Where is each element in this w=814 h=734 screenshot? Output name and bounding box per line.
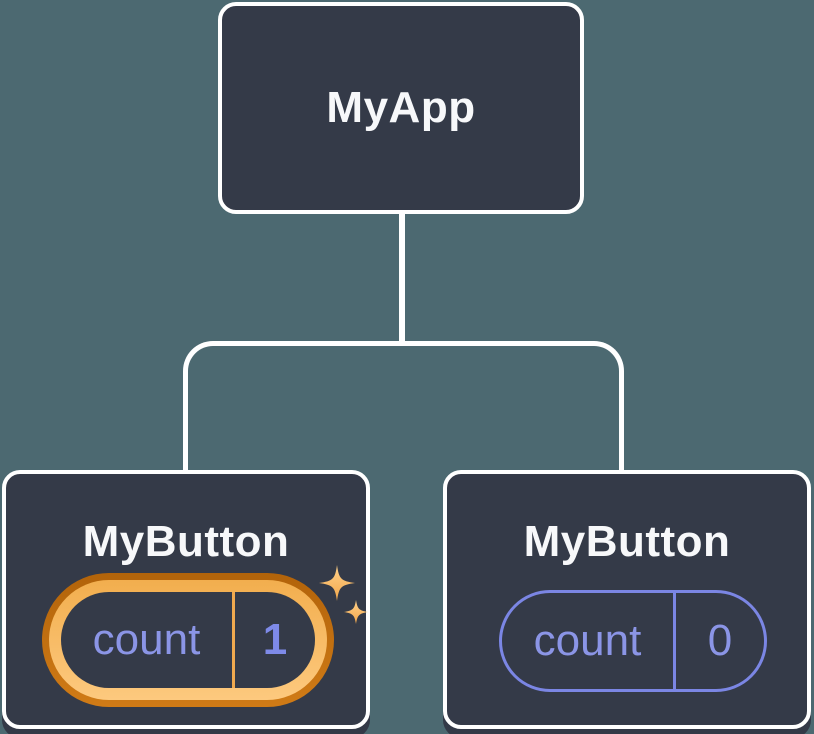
root-node: MyApp	[218, 2, 584, 214]
state-pill-core: count 1	[61, 592, 315, 688]
state-pill-plain: count 0	[499, 590, 767, 692]
state-pill-divider	[232, 592, 235, 688]
button-node-label: MyButton	[82, 517, 290, 566]
sparkles-icon	[319, 565, 368, 624]
state-name-label: count	[533, 616, 642, 665]
button-node-label: MyButton	[523, 517, 731, 566]
button-node-plain: MyButton count 0	[443, 470, 811, 729]
state-pill-highlighted: count 1	[42, 573, 334, 707]
button-node-clicked: MyButton count 1	[2, 470, 370, 729]
root-node-label: MyApp	[326, 83, 476, 132]
state-value: 1	[262, 615, 288, 664]
branch-connector-line	[183, 341, 624, 471]
state-value: 0	[707, 616, 733, 665]
state-pill-highlight-ring: count 1	[49, 580, 327, 700]
state-pill-divider	[673, 593, 676, 689]
root-connector-line	[399, 212, 405, 344]
state-name-label: count	[92, 615, 201, 664]
